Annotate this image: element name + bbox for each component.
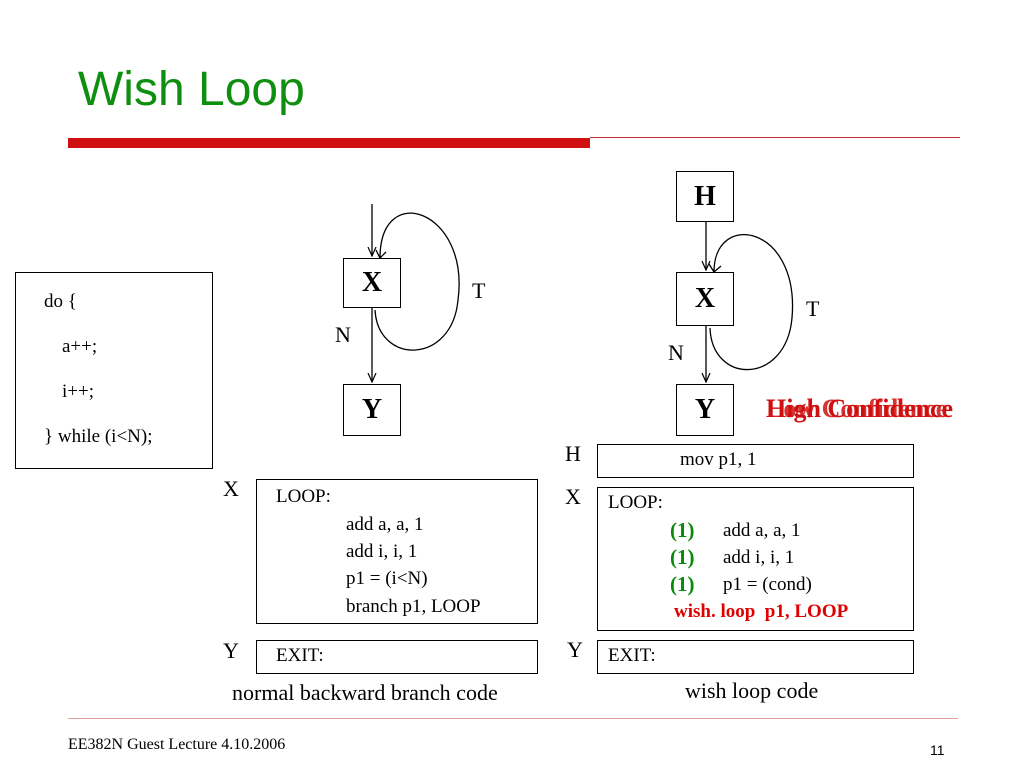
source-line: } while (i<N); (44, 426, 153, 447)
wish-loop-instruction: wish. loop p1, LOOP (674, 601, 849, 622)
normal-exit-block: EXIT: (256, 640, 538, 674)
wish-exit-block: EXIT: (597, 640, 914, 674)
instruction: p1 = (cond) (723, 574, 812, 595)
block-label-y: Y (223, 638, 239, 663)
instruction: add a, a, 1 (346, 514, 424, 535)
edge-label-not-taken: N (335, 322, 351, 347)
edge-label-taken: T (472, 278, 486, 303)
instruction: add i, i, 1 (346, 541, 418, 562)
source-code-box: do { a++; i++; } while (i<N); (15, 272, 213, 469)
wish-h-block: mov p1, 1 (597, 444, 914, 478)
instruction: branch p1, LOOP (346, 596, 481, 617)
wish-loop-block: LOOP: (1) add a, a, 1 (1) add i, i, 1 (1… (597, 487, 914, 631)
cfg-node-y: Y (676, 384, 734, 436)
edge-label-not-taken: N (668, 340, 684, 365)
cfg-node-h: H (676, 171, 734, 222)
title-underline-thin (590, 137, 960, 138)
block-label-x: X (223, 476, 239, 501)
confidence-label-high: High Confidence (766, 394, 954, 423)
source-line: a++; (62, 336, 98, 357)
exit-label: EXIT: (276, 645, 324, 666)
predicate: (1) (670, 518, 695, 542)
block-label-x: X (565, 484, 581, 509)
predicate: (1) (670, 572, 695, 596)
wish-code-caption: wish loop code (685, 678, 819, 703)
footer-rule (68, 718, 958, 719)
block-label-h: H (565, 441, 581, 466)
cfg-node-x: X (343, 258, 401, 308)
loop-label: LOOP: (276, 486, 331, 507)
source-line: do { (44, 291, 77, 312)
source-line: i++; (62, 381, 94, 402)
loop-label: LOOP: (608, 492, 663, 513)
edge-label-taken: T (806, 296, 820, 321)
cfg-node-y: Y (343, 384, 401, 436)
predicate: (1) (670, 545, 695, 569)
t-loop-left (374, 212, 460, 351)
instruction: add a, a, 1 (723, 520, 801, 541)
block-label-y: Y (567, 637, 583, 662)
footer-text: EE382N Guest Lecture 4.10.2006 (68, 736, 286, 753)
instruction: p1 = (i<N) (346, 568, 428, 589)
normal-loop-block: LOOP: add a, a, 1 add i, i, 1 p1 = (i<N)… (256, 479, 538, 624)
confidence-label-low: Low Confidence (766, 394, 948, 423)
t-loop-right (709, 234, 794, 371)
page-number: 11 (930, 742, 945, 758)
cfg-node-x: X (676, 272, 734, 326)
instruction: mov p1, 1 (680, 449, 757, 470)
exit-label: EXIT: (608, 645, 656, 666)
instruction: add i, i, 1 (723, 547, 795, 568)
slide-title: Wish Loop (78, 63, 305, 116)
normal-code-caption: normal backward branch code (232, 680, 498, 705)
title-underline-bar (68, 138, 590, 148)
